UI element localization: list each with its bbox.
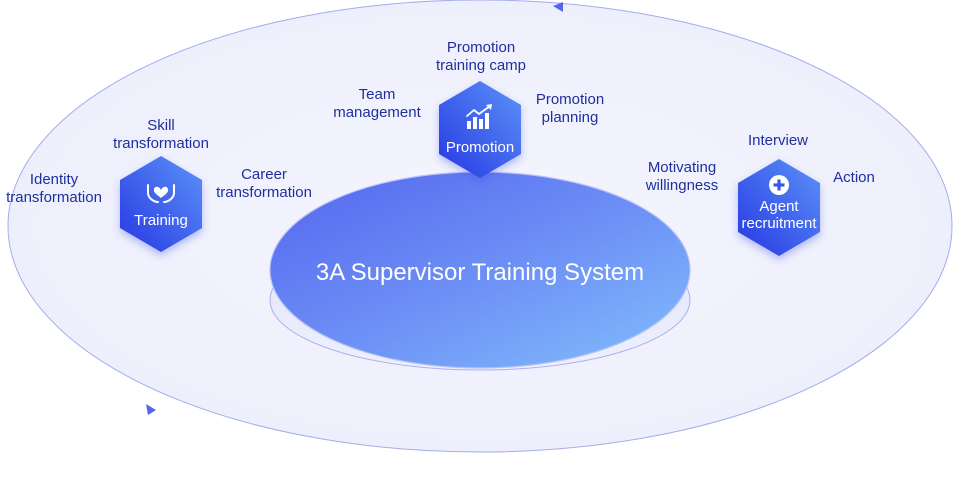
growth-chart-icon [466,104,492,129]
label-promotion-training-camp: Promotion training camp [435,39,527,74]
label-motivating-willingness: Motivating willingness [645,159,719,194]
label-skill-transformation: Skill transformation [113,117,209,152]
orbit-arrow-bottom-left [146,404,156,415]
label-action: Action [833,169,875,186]
hexagon-agent-recruitment [738,159,820,256]
label-career-transformation: Career transformation [216,166,312,201]
node-promotion[interactable] [439,81,521,178]
heart-in-hands-icon [147,184,175,203]
label-team-management: Team management [333,86,421,121]
orbit-arrow-top [553,2,563,12]
node-training[interactable] [120,156,202,252]
center-title: 3A Supervisor Training System [315,259,645,286]
hexagon-promotion [439,81,521,178]
plus-circle-icon [769,175,789,195]
promotion-title: Promotion [445,139,515,156]
hexagon-training [120,156,202,252]
agent-recruitment-title: Agent recruitment [730,198,828,232]
label-promotion-planning: Promotion planning [535,91,605,126]
node-agent-recruitment[interactable] [738,159,820,256]
label-identity-transformation: Identity transformation [6,171,102,206]
agent-recruitment-title-line-1: Agent [759,198,799,215]
label-interview: Interview [747,132,809,149]
agent-recruitment-title-line-2: recruitment [741,215,817,232]
training-title: Training [134,212,188,229]
